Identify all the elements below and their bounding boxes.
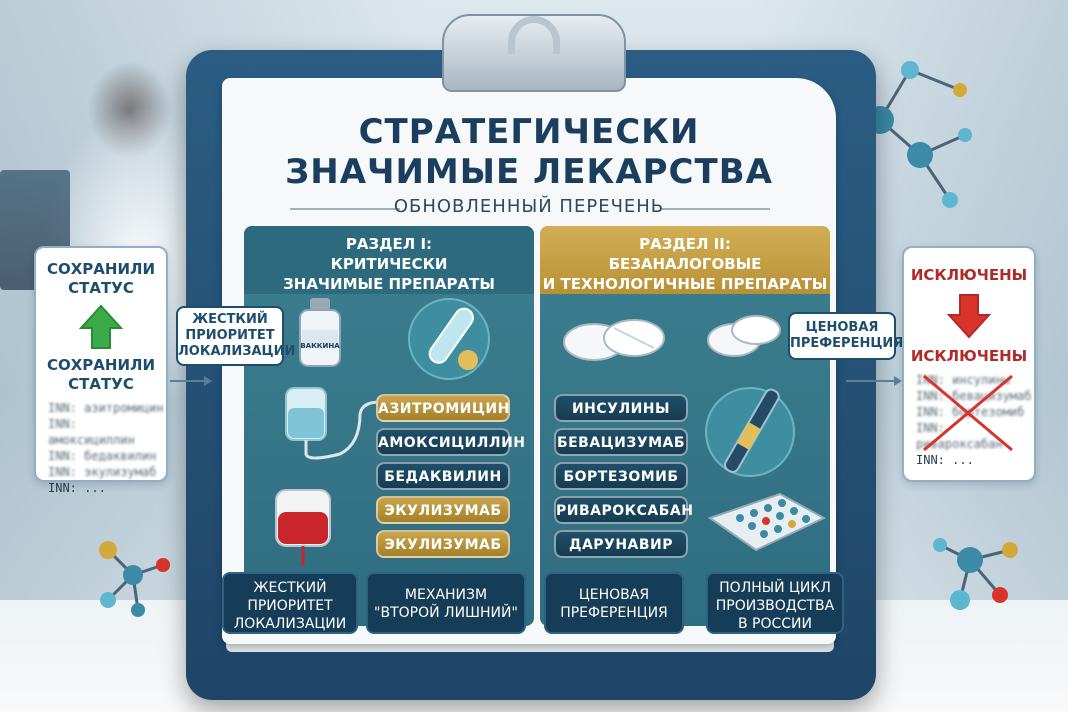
right-excluded-panel: ИСКЛЮЧЕНЫ ИСКЛЮЧЕНЫ INN: инсулины INN: б… <box>902 246 1036 482</box>
callout-left-line-1: ЖЕСТКИЙ <box>192 312 268 327</box>
section-1-footer-left-line-3: ЛОКАЛИЗАЦИИ <box>233 616 347 632</box>
section-1-footer-right: МЕХАНИЗМ "ВТОРОЙ ЛИШНИЙ" <box>366 572 526 634</box>
section-2-footer-left-line-2: ПРЕФЕРЕНЦИЯ <box>560 605 668 621</box>
drug-pill-bortezomib: БОРТЕЗОМИБ <box>554 462 688 490</box>
clipboard-ring <box>508 16 560 54</box>
section-2-footer-left-line-1: ЦЕНОВАЯ <box>578 587 650 603</box>
right-inn-row-5: INN: ... <box>916 453 974 467</box>
section-1-footer-left-line-1: ЖЕСТКИЙ <box>253 580 327 596</box>
connector-right <box>846 380 896 382</box>
left-inn-row-2: INN: амоксициллин <box>48 417 135 447</box>
drug-pill-eculizumab-2: ЭКУЛИЗУМАБ <box>376 530 510 558</box>
vial-label: ВАККИНА <box>300 342 340 350</box>
left-inn-row-5: INN: ... <box>48 481 106 495</box>
drug-pill-azithromycin: АЗИТРОМИЦИН <box>376 394 510 422</box>
left-title-2-line-2: СТАТУС <box>68 375 134 393</box>
molecule-icon-bottom-left <box>99 541 170 617</box>
blood-bag-icon <box>275 489 331 566</box>
section-1-footer-left-line-2: ПРИОРИТЕТ <box>247 598 333 614</box>
section-2-header-line-3: И ТЕХНОЛОГИЧНЫЕ ПРЕПАРАТЫ <box>542 275 828 293</box>
well-plate-icon <box>707 492 827 552</box>
callout-left-line-3: ЛОКАЛИЗАЦИИ <box>178 344 296 359</box>
left-inn-row-1: INN: азитромицин <box>48 401 164 415</box>
connector-left-arrowhead <box>204 376 212 386</box>
section-2-footer-right-line-1: ПОЛНЫЙ ЦИКЛ <box>719 580 831 596</box>
left-title-2-line-1: СОХРАНИЛИ <box>46 356 156 374</box>
section-2-footer-right-line-2: ПРОИЗВОДСТВА <box>715 598 835 614</box>
drug-pill-bedaquiline: БЕДАКВИЛИН <box>376 462 510 490</box>
left-inn-row-3: INN: бедаквилин <box>48 449 157 463</box>
section-1-footer-left: ЖЕСТКИЙ ПРИОРИТЕТ ЛОКАЛИЗАЦИИ <box>222 572 358 634</box>
iv-bag-icon <box>285 387 381 460</box>
section-2-footer-right-line-3: В РОССИИ <box>737 616 812 632</box>
page-title: СТРАТЕГИЧЕСКИ ЗНАЧИМЫЕ ЛЕКАРСТВА <box>222 112 836 192</box>
section-1-footer-right-line-2: "ВТОРОЙ ЛИШНИЙ" <box>374 605 518 621</box>
arrow-up-icon <box>79 304 123 349</box>
title-line-1: СТРАТЕГИЧЕСКИ <box>358 112 700 152</box>
callout-right-line-1: ЦЕНОВАЯ <box>805 320 879 335</box>
callout-localization-priority: ЖЕСТКИЙ ПРИОРИТЕТ ЛОКАЛИЗАЦИИ <box>176 306 296 366</box>
section-2-footer-left: ЦЕНОВАЯ ПРЕФЕРЕНЦИЯ <box>544 572 684 634</box>
section-1-header-line-3: ЗНАЧИМЫЕ ПРЕПАРАТЫ <box>283 275 495 293</box>
right-inn-list: INN: инсулины INN: бевацизумаб INN: борт… <box>904 366 1034 468</box>
right-panel-title-2: ИСКЛЮЧЕНЫ <box>910 347 1028 365</box>
drug-pill-darunavir: ДАРУНАВИР <box>554 530 688 558</box>
connector-left <box>170 380 206 382</box>
drug-pill-eculizumab-1: ЭКУЛИЗУМАБ <box>376 496 510 524</box>
section-1-header: РАЗДЕЛ I: КРИТИЧЕСКИ ЗНАЧИМЫЕ ПРЕПАРАТЫ <box>244 226 534 294</box>
left-inn-row-4: INN: экулизумаб <box>48 465 157 479</box>
section-1-header-line-2: КРИТИЧЕСКИ <box>330 255 448 273</box>
left-panel-title-2: СОХРАНИЛИ СТАТУС <box>36 356 166 394</box>
right-inn-row-4: INN: ривароксабан <box>916 421 1003 451</box>
section-2-header-line-2: БЕЗАНАЛОГОВЫЕ <box>608 255 762 273</box>
section-1-header-line-1: РАЗДЕЛ I: <box>345 235 433 253</box>
subtitle: ОБНОВЛЕННЫЙ ПЕРЕЧЕНЬ <box>393 196 665 217</box>
left-title-1-line-2: СТАТУС <box>68 279 134 297</box>
section-2-footer-right: ПОЛНЫЙ ЦИКЛ ПРОИЗВОДСТВА В РОССИИ <box>706 572 844 634</box>
subtitle-divider-right <box>660 208 770 210</box>
molecule-icon-bottom-right <box>933 538 1018 610</box>
right-panel-title-1: ИСКЛЮЧЕНЫ <box>910 266 1028 284</box>
callout-left-line-2: ПРИОРИТЕТ <box>185 328 275 343</box>
right-inn-row-1: INN: инсулины <box>916 373 1010 387</box>
tablets-icon-2 <box>707 315 781 357</box>
callout-right-line-2: ПРЕФЕРЕНЦИЯ <box>790 336 904 351</box>
drug-pill-amoxicillin: АМОКСИЦИЛЛИН <box>376 428 525 456</box>
arrow-down-icon <box>947 294 991 339</box>
insulin-pen-icon <box>705 387 795 477</box>
drug-pill-insulins: ИНСУЛИНЫ <box>554 394 688 422</box>
left-inn-list: INN: азитромицин INN: амоксициллин INN: … <box>36 394 166 496</box>
section-2-header-line-1: РАЗДЕЛ II: <box>639 235 731 253</box>
cross-out-icon <box>923 374 1013 452</box>
left-title-1-line-1: СОХРАНИЛИ <box>46 260 156 278</box>
test-tube-icon <box>408 298 490 380</box>
vial-icon <box>299 298 341 367</box>
drug-pill-bevacizumab: БЕВАЦИЗУМАБ <box>554 428 688 456</box>
title-line-2: ЗНАЧИМЫЕ ЛЕКАРСТВА <box>285 152 773 192</box>
drug-pill-rivaroxaban: РИВАРОКСАБАН <box>554 496 693 524</box>
left-status-panel: СОХРАНИЛИ СТАТУС СОХРАНИЛИ СТАТУС INN: а… <box>34 246 168 495</box>
section-1-footer-right-line-1: МЕХАНИЗМ <box>404 587 488 603</box>
callout-price-preference: ЦЕНОВАЯ ПРЕФЕРЕНЦИЯ <box>788 312 904 360</box>
section-2-header: РАЗДЕЛ II: БЕЗАНАЛОГОВЫЕ И ТЕХНОЛОГИЧНЫЕ… <box>540 226 830 294</box>
left-panel-title-1: СОХРАНИЛИ СТАТУС <box>36 260 166 298</box>
connector-right-arrowhead <box>894 376 902 386</box>
tablets-icon <box>563 319 665 361</box>
subtitle-divider-left <box>290 208 400 210</box>
